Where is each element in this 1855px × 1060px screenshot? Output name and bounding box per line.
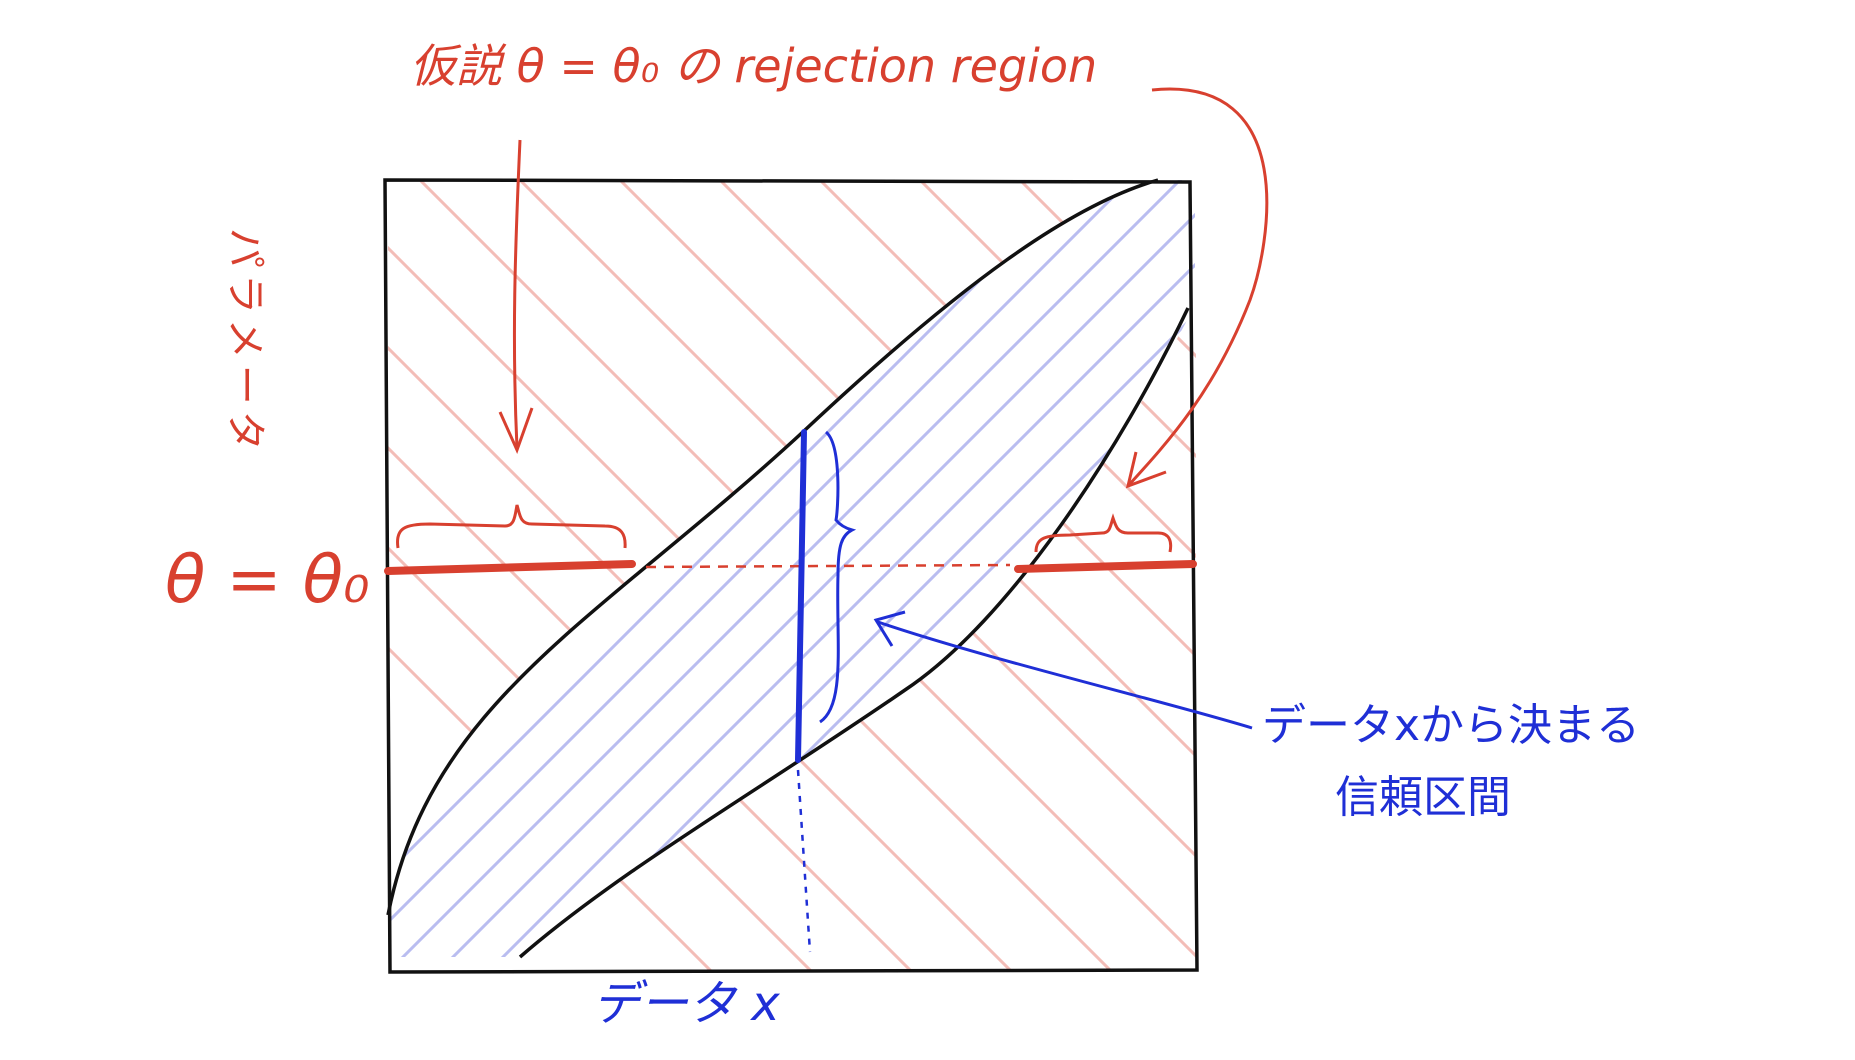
arrow-to-right-region [1126, 87, 1269, 488]
data-x-axis-label: データ x [592, 976, 780, 1032]
parameter-axis-label: パラメータ [222, 228, 268, 457]
plot-frame [383, 178, 1199, 974]
brace-ci [819, 430, 857, 724]
brace-left [395, 504, 627, 549]
arrowhead-left [498, 407, 534, 455]
band-lower-boundary [518, 307, 1190, 959]
arrow-to-left-region [512, 139, 522, 449]
rejection-segment-left [384, 560, 636, 575]
ci-label-line1: データxから決まる [1262, 700, 1640, 751]
arrow-to-ci [877, 620, 1253, 730]
theta-eq-theta0-label: θ = θ₀ [165, 541, 369, 618]
data-x-guide [796, 769, 812, 953]
rejection-region-label: 仮説 θ = θ₀ の rejection region [410, 39, 1097, 93]
acceptance-segment-dashed [645, 563, 1011, 569]
arrowhead-ci [873, 610, 906, 647]
band-upper-boundary [386, 178, 1159, 916]
brace-right [1034, 513, 1173, 553]
confidence-interval-bar [795, 429, 807, 763]
arrowhead-right [1125, 451, 1167, 489]
rejection-segment-right [1014, 560, 1197, 573]
ci-label-line2: 信頼区間 [1335, 772, 1511, 823]
